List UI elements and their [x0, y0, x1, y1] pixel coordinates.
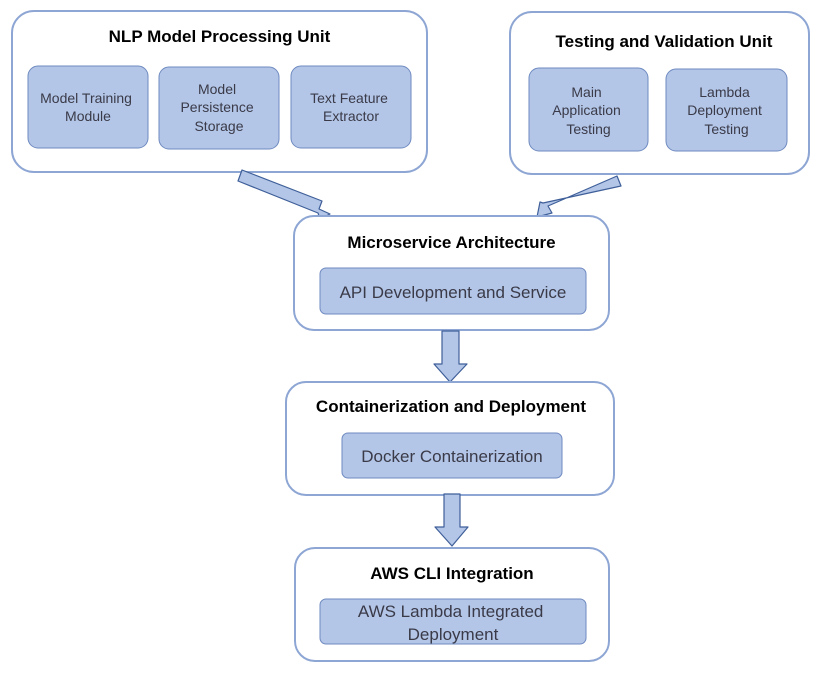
nlp-unit-title: NLP Model Processing Unit	[109, 27, 331, 46]
arrow-nlp-to-microservice	[237, 169, 331, 220]
text-feature-label-line-1: Text Feature	[310, 90, 388, 106]
model-persistence-label-line-3: Storage	[194, 118, 243, 134]
aws-lambda-label-line-1: AWS Lambda Integrated	[358, 602, 544, 621]
api-development-label: API Development and Service	[340, 283, 567, 302]
arrow-testing-to-microservice	[536, 175, 622, 218]
model-persistence-label-line-1: Model	[198, 81, 236, 97]
aws-lambda-label-line-2: Deployment	[408, 625, 499, 644]
model-persistence-module: Model Persistence Storage	[158, 66, 280, 150]
model-persistence-label-line-2: Persistence	[180, 99, 253, 115]
arrow-microservice-to-containerization	[433, 330, 468, 383]
text-feature-label-line-2: Extractor	[323, 108, 379, 124]
main-app-testing-line-1: Main	[571, 84, 601, 100]
svg-text:Model Training Module: Model Training Module	[40, 90, 136, 124]
lambda-testing-line-3: Testing	[704, 121, 748, 137]
main-app-testing-line-3: Testing	[566, 121, 610, 137]
nlp-unit-group: NLP Model Processing Unit Model Training…	[11, 10, 428, 173]
microservice-group: Microservice Architecture API Developmen…	[293, 215, 610, 331]
aws-group: AWS CLI Integration AWS Lambda Integrate…	[294, 547, 610, 662]
svg-text:AWS Lambda Integrated: AWS Lambda Integrated Deployment	[358, 602, 548, 644]
docker-containerization-label: Docker Containerization	[361, 447, 542, 466]
model-training-label-line-1: Model Training	[40, 90, 132, 106]
containerization-group: Containerization and Deployment Docker C…	[285, 381, 615, 496]
api-development-module: API Development and Service	[319, 267, 587, 315]
docker-containerization-module: Docker Containerization	[341, 432, 563, 479]
svg-text:Text Feature Extractor: Text Feature Extractor	[310, 90, 392, 124]
testing-unit-group: Testing and Validation Unit Main Applica…	[509, 11, 810, 175]
lambda-testing-line-1: Lambda	[699, 84, 750, 100]
main-application-testing-module: Main Application Testing	[528, 67, 649, 152]
arrow-containerization-to-aws	[434, 493, 469, 547]
svg-text:Main Application: Main Application Testing	[552, 84, 624, 137]
model-training-label-line-2: Module	[65, 108, 111, 124]
lambda-testing-line-2: Deployment	[687, 102, 762, 118]
aws-lambda-module: AWS Lambda Integrated Deployment	[319, 598, 587, 645]
main-app-testing-line-2: Application	[552, 102, 621, 118]
microservice-title: Microservice Architecture	[347, 233, 555, 252]
containerization-title: Containerization and Deployment	[316, 397, 586, 416]
svg-text:Lambda Deployment: Lambda Deployment Testing	[687, 84, 766, 137]
lambda-deployment-testing-module: Lambda Deployment Testing	[665, 68, 788, 152]
testing-unit-title: Testing and Validation Unit	[556, 32, 773, 51]
model-training-module: Model Training Module	[27, 65, 149, 149]
svg-text:Model Persistence: Model Persistence Storage	[180, 81, 257, 134]
text-feature-module: Text Feature Extractor	[290, 65, 412, 149]
aws-title: AWS CLI Integration	[370, 564, 533, 583]
